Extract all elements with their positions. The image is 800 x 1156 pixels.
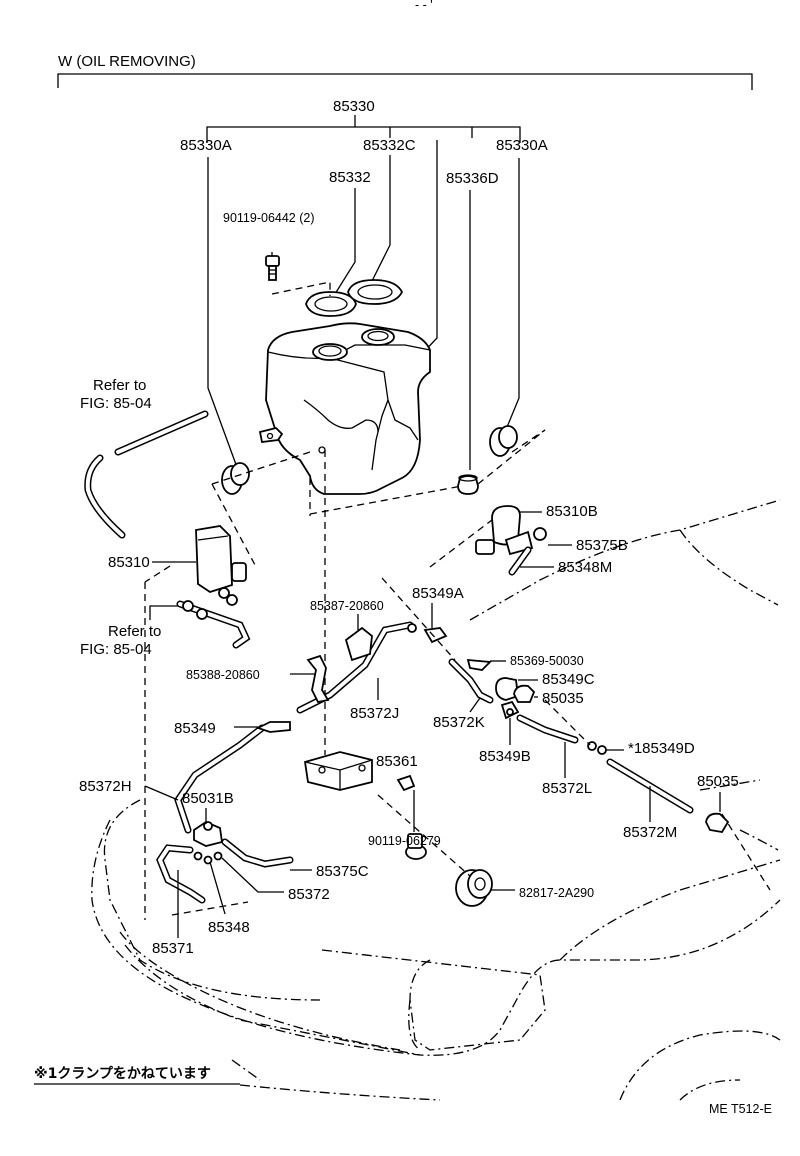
figure-id: ME T512-E bbox=[709, 1102, 772, 1116]
label-85310b: 85310B bbox=[546, 503, 598, 520]
label-82817-2a290: 82817-2A290 bbox=[519, 886, 594, 900]
hose-refer-2 bbox=[149, 600, 251, 649]
assembly-dash-lines-lower bbox=[144, 565, 771, 920]
hose-85375c bbox=[221, 838, 294, 868]
label-85035-upper: 85035 bbox=[542, 690, 584, 707]
label-85031b: 85031B bbox=[182, 790, 234, 807]
label-85375c: 85375C bbox=[316, 863, 369, 880]
label-85349c: 85349C bbox=[542, 671, 595, 688]
hose-85371 bbox=[156, 844, 206, 904]
label-90119-06442: 90119-06442 (2) bbox=[223, 211, 315, 225]
bracket-85388-20860 bbox=[306, 654, 330, 704]
assembly-dash-lines bbox=[211, 429, 546, 755]
refer-note-1-line2: FIG: 85-04 bbox=[80, 395, 152, 412]
joint-85349a bbox=[407, 623, 448, 644]
label-85349b: 85349B bbox=[479, 748, 531, 765]
grommet-82817-2a290 bbox=[455, 869, 493, 907]
label-85372k: 85372K bbox=[433, 714, 485, 731]
leader-85348 bbox=[209, 861, 226, 915]
assembly-bracket bbox=[206, 115, 521, 143]
label-85332c: 85332C bbox=[363, 137, 416, 154]
grommet-85336d bbox=[457, 474, 479, 495]
refer-note-2-line2: FIG: 85-04 bbox=[80, 641, 152, 658]
label-85348m: 85348M bbox=[558, 559, 612, 576]
leader-85372k bbox=[469, 697, 481, 713]
car-body-outline bbox=[91, 499, 781, 1101]
washer-motor-85361 bbox=[303, 751, 373, 791]
label-85371: 85371 bbox=[152, 940, 194, 957]
label-185349d: *185349D bbox=[628, 740, 695, 757]
label-85387-20860: 85387-20860 bbox=[310, 599, 384, 613]
label-85375b: 85375B bbox=[576, 537, 628, 554]
washer-tank bbox=[258, 322, 431, 495]
hose-85348m bbox=[508, 546, 532, 576]
label-85388-20860: 85388-20860 bbox=[186, 668, 260, 682]
label-85336d: 85336D bbox=[446, 170, 499, 187]
label-85330a-right: 85330A bbox=[496, 137, 548, 154]
label-85310: 85310 bbox=[108, 554, 150, 571]
label-85372j: 85372J bbox=[350, 705, 399, 722]
label-90119-06279: 90119-06279 bbox=[368, 834, 441, 848]
label-85035-lower: 85035 bbox=[697, 773, 739, 790]
label-85349: 85349 bbox=[174, 720, 216, 737]
leader-85372h bbox=[144, 785, 179, 801]
label-85372m: 85372M bbox=[623, 824, 677, 841]
valve-85035-upper bbox=[513, 684, 536, 703]
label-85372l: 85372L bbox=[542, 780, 592, 797]
leader-85372 bbox=[221, 857, 284, 893]
hose-refer-1 bbox=[84, 410, 209, 539]
label-85369-50030: 85369-50030 bbox=[510, 654, 584, 668]
hose-85372l bbox=[516, 714, 579, 744]
joint-85349b bbox=[500, 700, 520, 720]
joint-185349d bbox=[587, 741, 607, 755]
hose-85372h bbox=[174, 724, 266, 834]
bracket-85387-20860 bbox=[344, 626, 373, 662]
valve-85035-lower bbox=[705, 812, 730, 833]
grommet-right bbox=[489, 425, 518, 457]
washer-pump-85310b bbox=[475, 505, 547, 556]
gasket-85332 bbox=[305, 291, 357, 317]
refer-note-2-line1: Refer to bbox=[108, 623, 161, 640]
grommet-left bbox=[221, 462, 250, 495]
diagram-title: W (OIL REMOVING) bbox=[58, 53, 196, 70]
label-85361: 85361 bbox=[376, 753, 418, 770]
refer-note-1-line1: Refer to bbox=[93, 377, 146, 394]
check-valve-85031b bbox=[193, 820, 224, 847]
joint-85349 bbox=[255, 721, 291, 733]
clamp-85369-50030 bbox=[466, 658, 492, 671]
washer-pump-85310 bbox=[195, 525, 247, 606]
label-85330: 85330 bbox=[333, 98, 375, 115]
top-mark: - - ' bbox=[415, 0, 433, 12]
label-85349a: 85349A bbox=[412, 585, 464, 602]
bolt-90119-06442 bbox=[265, 255, 331, 296]
label-85372h: 85372H bbox=[79, 778, 132, 795]
gasket-85332c bbox=[347, 279, 404, 305]
label-85332: 85332 bbox=[329, 169, 371, 186]
clamp-note: ※1クランプをかねています bbox=[34, 1066, 211, 1082]
bolt-90119-06279 bbox=[396, 774, 427, 860]
label-85348: 85348 bbox=[208, 919, 250, 936]
label-85330a-left: 85330A bbox=[180, 137, 232, 154]
header-bracket bbox=[57, 73, 753, 90]
label-85372: 85372 bbox=[288, 886, 330, 903]
joint-85348 bbox=[193, 851, 223, 865]
hose-85372k bbox=[448, 658, 494, 704]
